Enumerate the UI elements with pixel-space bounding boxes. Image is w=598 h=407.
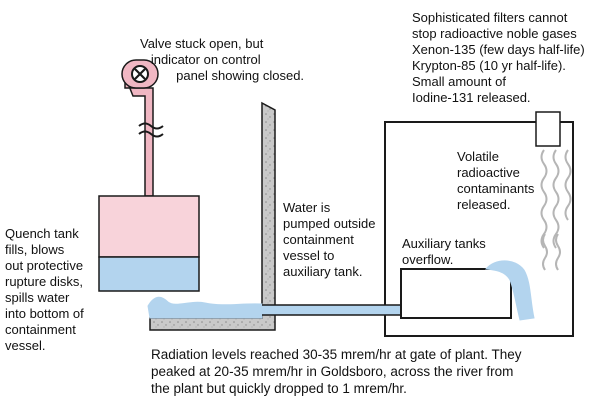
- aux-overflow-label: Auxiliary tanks overflow.: [402, 236, 486, 267]
- overflow-water: [485, 260, 535, 321]
- gas-wisp-icon: [540, 149, 572, 271]
- filters-label: Sophisticated filters cannot stop radioa…: [412, 10, 585, 105]
- transfer-pipe: [262, 304, 401, 316]
- spilled-water: [147, 296, 263, 319]
- volatile-label: Volatile radioactive contaminants releas…: [457, 149, 535, 212]
- valve-x-icon: [131, 65, 149, 83]
- filter-box: [535, 111, 561, 147]
- quench-tank: [98, 195, 200, 292]
- radiation-label: Radiation levels reached 30-35 mrem/hr a…: [151, 347, 522, 396]
- quench-tank-label: Quench tank fills, blows out protective …: [5, 226, 84, 353]
- auxiliary-tank: [400, 268, 512, 319]
- pipe-break-icon: [138, 122, 164, 138]
- valve-label: Valve stuck open, but indicator on contr…: [140, 36, 305, 83]
- pumped-label: Water is pumped outside containment vess…: [283, 200, 376, 279]
